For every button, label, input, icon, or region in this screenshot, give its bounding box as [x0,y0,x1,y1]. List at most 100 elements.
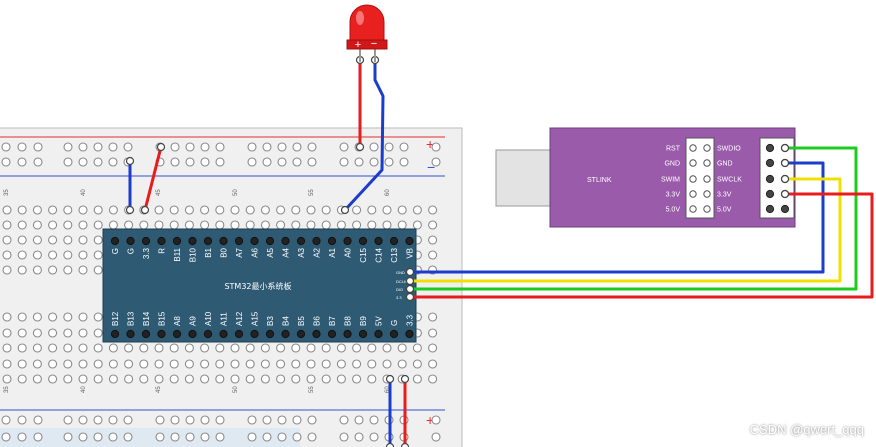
breadboard-hole [277,415,287,425]
breadboard-hole [306,343,316,353]
breadboard-hole [93,432,103,442]
breadboard-hole [93,328,103,338]
breadboard-hole [32,328,42,338]
breadboard-hole [306,359,316,369]
stm32-side-pin-label: DIO [396,287,403,292]
breadboard-hole [277,142,287,152]
breadboard-hole [155,415,165,425]
breadboard-hole [321,374,331,384]
breadboard-hole [139,374,149,384]
breadboard-hole [2,220,12,230]
breadboard-hole [93,220,103,230]
breadboard-hole [307,432,317,442]
breadboard-hole [154,343,164,353]
stm32-top-pin-label: A7 [235,247,244,257]
breadboard-hole [1,432,11,442]
stm32-bottom-pin-label: G [390,320,399,326]
breadboard-hole [397,359,407,369]
breadboard-hole [48,235,58,245]
breadboard-hole [230,343,240,353]
stm32-bottom-pin [296,329,306,339]
wire-endpoint [780,174,790,184]
breadboard-hole [367,359,377,369]
stlink-left-pin [703,159,711,167]
stm32-bottom-pin [188,329,197,339]
led-rim [346,39,388,50]
breadboard-hole [245,359,255,369]
breadboard-hole [321,359,331,369]
stlink-right-label: 5.0V [717,207,732,214]
breadboard-hole [339,157,349,167]
breadboard-hole [17,432,27,442]
breadboard-hole [2,205,12,215]
breadboard-hole [123,415,133,425]
stm32-top-pin-label: A3 [297,247,306,257]
breadboard-hole [63,220,73,230]
breadboard-hole [185,415,195,425]
breadboard-hole [2,328,12,338]
breadboard-hole [412,220,422,230]
stlink-left-pin [689,175,697,183]
stm32-bottom-pin [327,329,337,339]
stlink-left-pin [703,190,711,198]
breadboard-hole [200,343,210,353]
breadboard-hole [352,343,362,353]
breadboard-hole [93,250,103,260]
breadboard-hole [428,250,438,260]
stm32-bottom-pin-label: B3 [266,316,275,326]
breadboard-hole [200,432,210,442]
stm32-top-pin [141,236,151,246]
stm32-top-pin [312,236,321,246]
stm32-top-pin-label: C15 [359,247,368,262]
stm32-top-pin-label: B1 [204,247,213,257]
stm32-bottom-pin [358,329,368,339]
stm32-top-pin-label: A4 [282,247,291,257]
stlink-left-label: GND [664,161,680,168]
breadboard-hole [123,432,133,442]
breadboard-hole [63,265,73,275]
breadboard-hole [215,220,225,230]
breadboard-hole [139,359,149,369]
stm32-bottom-pin-label: B9 [359,316,368,326]
breadboard-hole [428,205,438,215]
breadboard-hole [2,250,12,260]
breadboard-hole [230,220,240,230]
breadboard-hole [428,220,438,230]
breadboard-hole [307,142,317,152]
breadboard-hole [352,374,362,384]
wire-endpoint [780,189,790,199]
stlink-left-label: RST [666,146,681,153]
breadboard-hole [170,415,180,425]
breadboard-hole [93,374,103,384]
stm32-top-pin [157,236,166,246]
stm32-bottom-pin [172,329,182,339]
breadboard-hole [169,374,179,384]
column-number-top: 40 [81,189,87,196]
stm32-top-pin [110,236,120,246]
column-number-top: 35 [4,189,10,196]
wire-endpoint [405,292,415,302]
wire-yellow [408,177,842,283]
wire-endpoint [400,374,410,384]
breadboard-hole [108,343,118,353]
breadboard-hole [185,142,195,152]
wire-endpoint [125,156,135,166]
rail-plus-label-bottom: + [426,412,434,428]
breadboard-hole [155,432,165,442]
stlink-left-pin [689,205,697,213]
breadboard-hole [63,328,73,338]
breadboard-hole [336,359,346,369]
breadboard-hole [382,343,392,353]
stm32-top-pin [405,236,414,246]
stm32-bottom-pin-label: B4 [282,316,291,326]
breadboard-hole [354,157,364,167]
stm32-bottom-pin-label: B13 [127,311,136,326]
breadboard-hole [32,250,42,260]
breadboard-hole [185,157,195,167]
breadboard-hole [169,205,179,215]
breadboard-hole [277,157,287,167]
breadboard-hole [431,415,441,425]
breadboard-hole [260,343,270,353]
wire-endpoint [385,442,395,447]
breadboard-hole [17,415,27,425]
